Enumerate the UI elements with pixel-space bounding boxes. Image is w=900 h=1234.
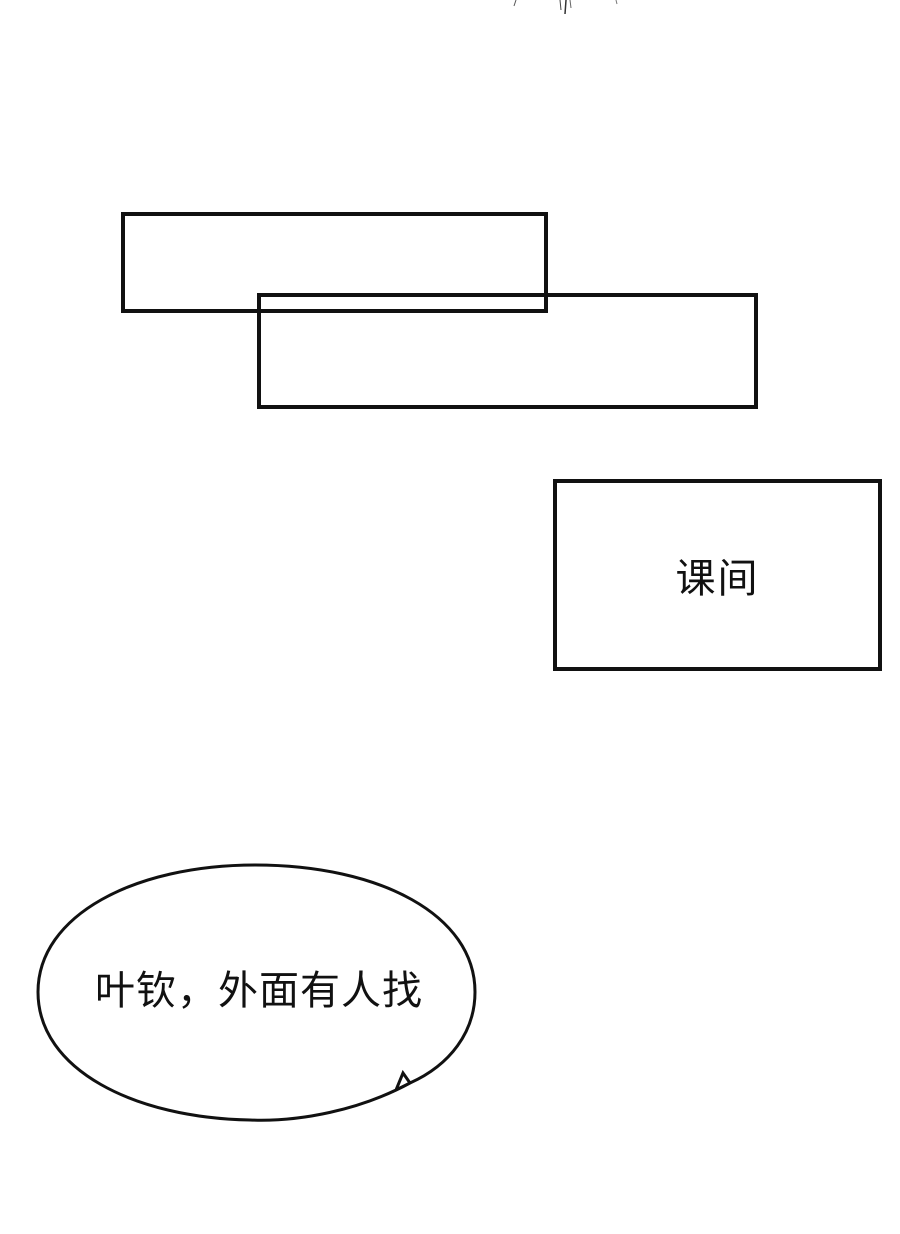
speech-bubble-text: 叶钦，外面有人找 [95, 968, 423, 1014]
caption-text: 课间 [675, 556, 760, 602]
empty-panel-frame-upper [121, 212, 548, 313]
top-edge-speckle [513, 0, 618, 15]
speech-bubble-outline [36, 863, 477, 1122]
caption-box: 课间 [553, 479, 882, 671]
empty-panel-frame-lower [257, 293, 758, 409]
